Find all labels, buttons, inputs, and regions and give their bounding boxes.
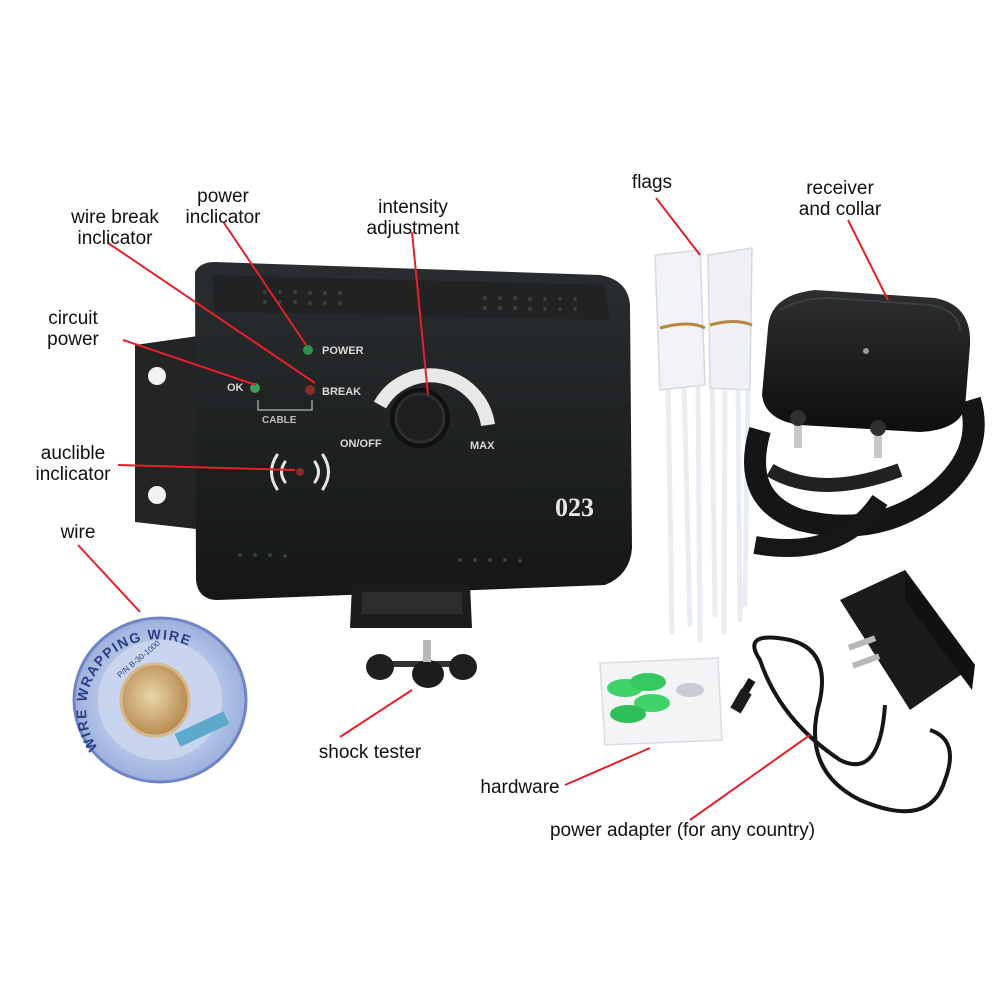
label-wire-break-indicator-line2: inclicator [77, 228, 153, 249]
max-text: MAX [470, 440, 495, 452]
break-led [305, 385, 315, 395]
leader-lines [77, 197, 889, 821]
label-audible-indicator-line2: inclicator [35, 464, 111, 485]
label-receiver-and-collar: receiver and collar [780, 178, 900, 220]
led-break-text: BREAK [322, 386, 361, 398]
model-number: 023 [555, 493, 594, 522]
hardware-bag [599, 657, 723, 746]
label-audible-indicator-line1: auclible [40, 443, 106, 464]
wire-spool [72, 616, 248, 784]
label-intensity-adjustment-line1: intensity [378, 197, 448, 218]
ok-led [250, 383, 260, 393]
power-adapter [730, 570, 975, 814]
label-wire: wire [60, 522, 96, 543]
label-hardware: hardware [480, 777, 560, 798]
led-power-text: POWER [322, 345, 364, 357]
transmitter-unit [135, 262, 632, 628]
sound-waves-icon [270, 453, 330, 491]
flags-bundle [654, 247, 753, 643]
label-circuit-power-line2: power [47, 329, 99, 350]
label-power-adapter: power adapter (for any country) [549, 820, 816, 841]
label-intensity-adjustment-line2: adjustment [366, 218, 460, 239]
led-ok-text: OK [227, 382, 244, 394]
label-power-indicator-line2: inclicator [185, 207, 261, 228]
label-intensity-adjustment: intensity adjustment [348, 197, 478, 239]
label-receiver-line2: and collar [798, 199, 882, 220]
label-power-indicator-line1: power [197, 186, 249, 207]
power-led [303, 345, 313, 355]
mount-hole-top [148, 367, 166, 385]
label-wire-break-indicator-line1: wire break [71, 207, 159, 228]
label-audible-indicator: auclible inclicator [18, 443, 128, 485]
mount-hole-bottom [148, 486, 166, 504]
label-circuit-power-line1: circuit [48, 308, 98, 329]
cable-text: CABLE [262, 415, 297, 426]
intensity-scale [373, 368, 495, 427]
label-shock-tester: shock tester [318, 742, 422, 763]
shock-tester [366, 640, 477, 688]
label-receiver-line1: receiver [806, 178, 874, 199]
label-wire-break-indicator: wire break inclicator [45, 207, 185, 249]
on-off-text: ON/OFF [340, 438, 382, 450]
vent-holes [238, 290, 577, 563]
label-circuit-power: circuit power [28, 308, 118, 350]
receiver-collar [744, 290, 985, 557]
label-flags: flags [631, 172, 673, 193]
label-power-indicator: power inclicator [168, 186, 278, 228]
